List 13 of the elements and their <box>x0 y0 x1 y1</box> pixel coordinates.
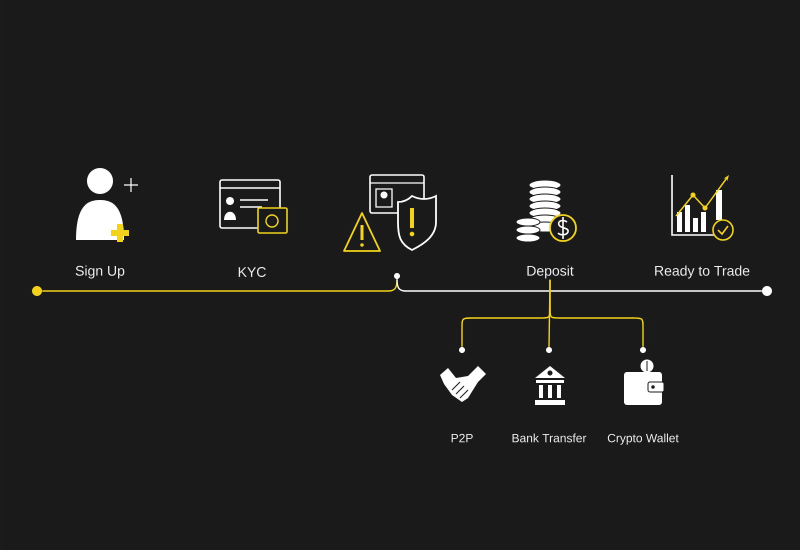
step-label: Deposit <box>527 265 574 279</box>
security-warning-drawing <box>343 174 437 252</box>
connector-line <box>42 279 398 292</box>
method-label: Bank Transfer <box>512 434 586 442</box>
step-label: KYC <box>238 267 266 277</box>
timeline-dot <box>762 286 772 296</box>
method-label: Crypto Wallet <box>608 434 679 445</box>
connector-line <box>549 280 644 347</box>
timeline-dot <box>32 286 42 296</box>
step-label: Sign Up <box>76 265 124 279</box>
method-label: P2P <box>452 434 473 442</box>
step-label: Ready to Trade <box>655 265 750 279</box>
connector-line <box>396 279 762 292</box>
